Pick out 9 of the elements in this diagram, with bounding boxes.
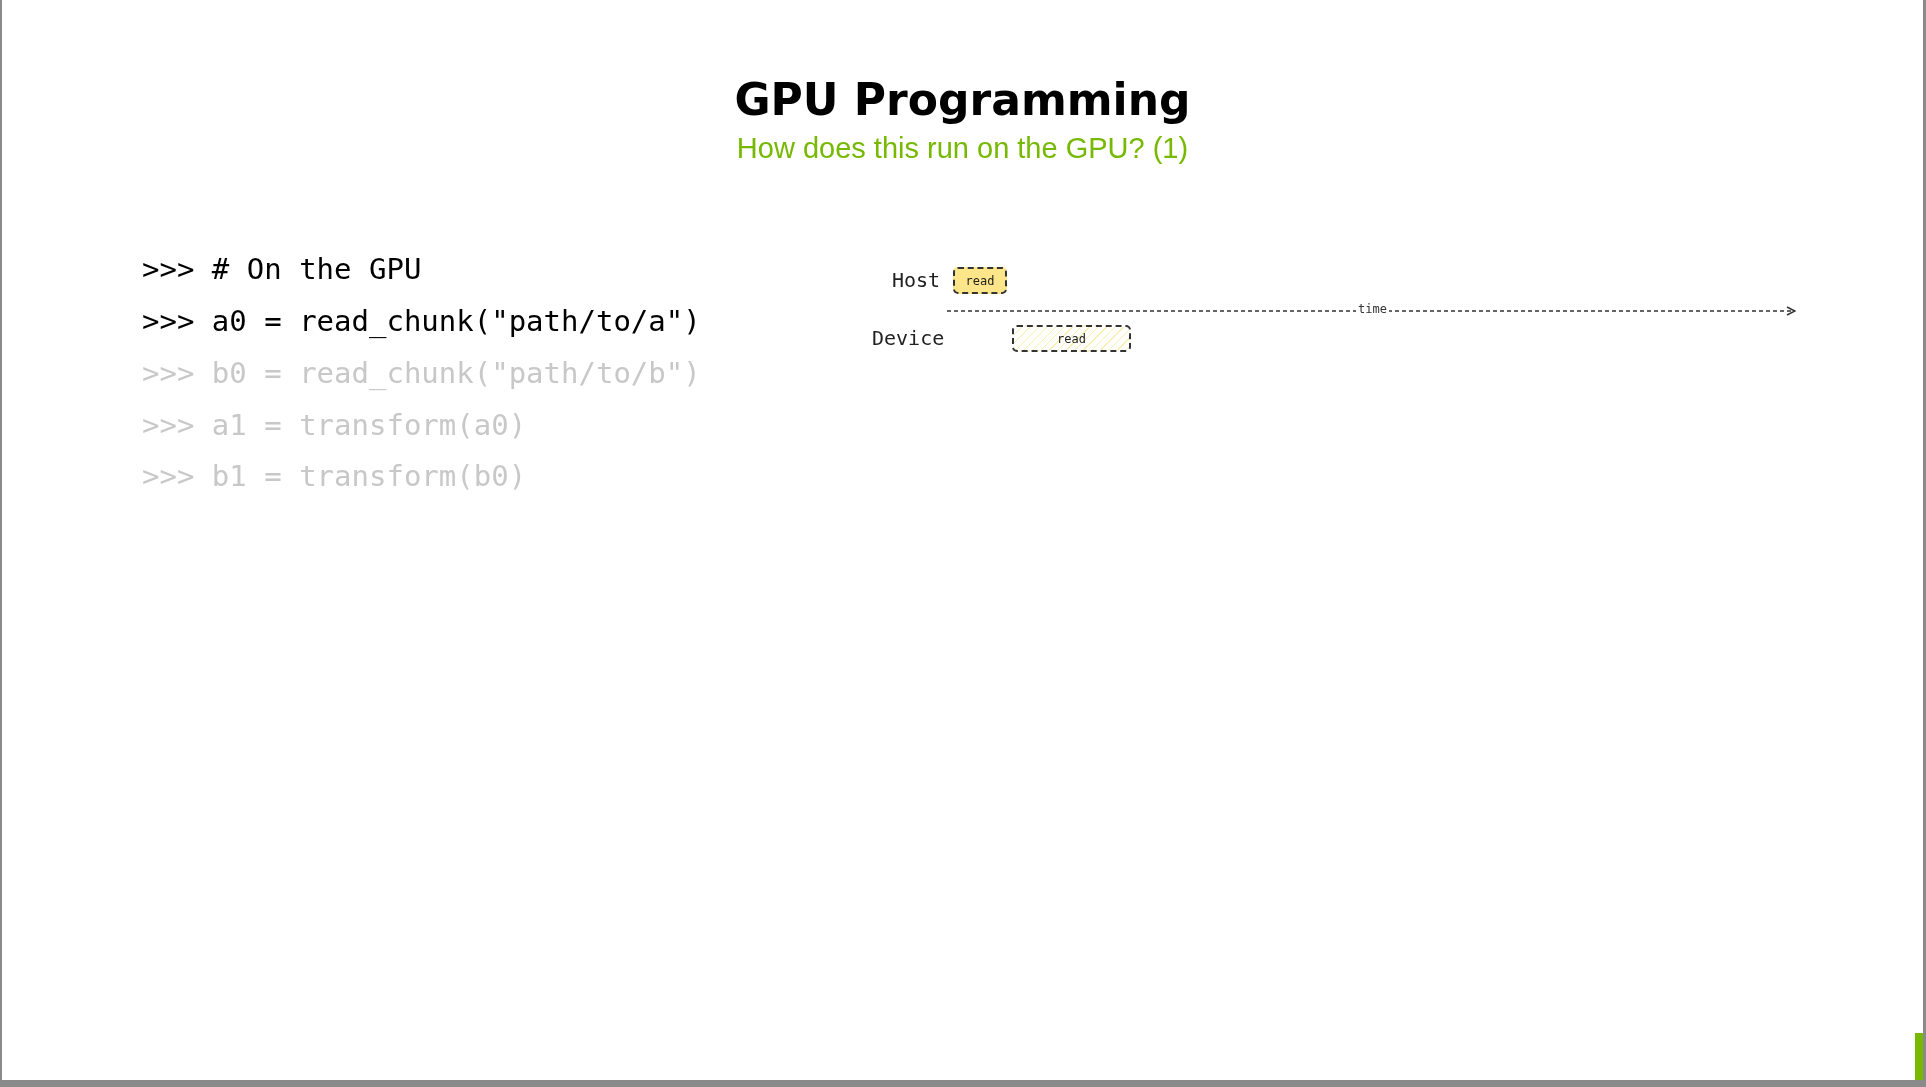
pending-task-block: read <box>1012 325 1131 352</box>
code-line: >>> a0 = read_chunk("path/to/a") <box>142 304 701 338</box>
code-line: >>> # On the GPU <box>142 252 422 286</box>
task-block: read <box>953 267 1007 294</box>
slide-title: GPU Programming <box>733 74 1192 125</box>
row-label: Device <box>872 326 945 350</box>
row-label: Host <box>892 268 941 292</box>
slide-subtitle: How does this run on the GPU? (1) <box>735 132 1190 165</box>
axis-label: time <box>1356 302 1389 316</box>
